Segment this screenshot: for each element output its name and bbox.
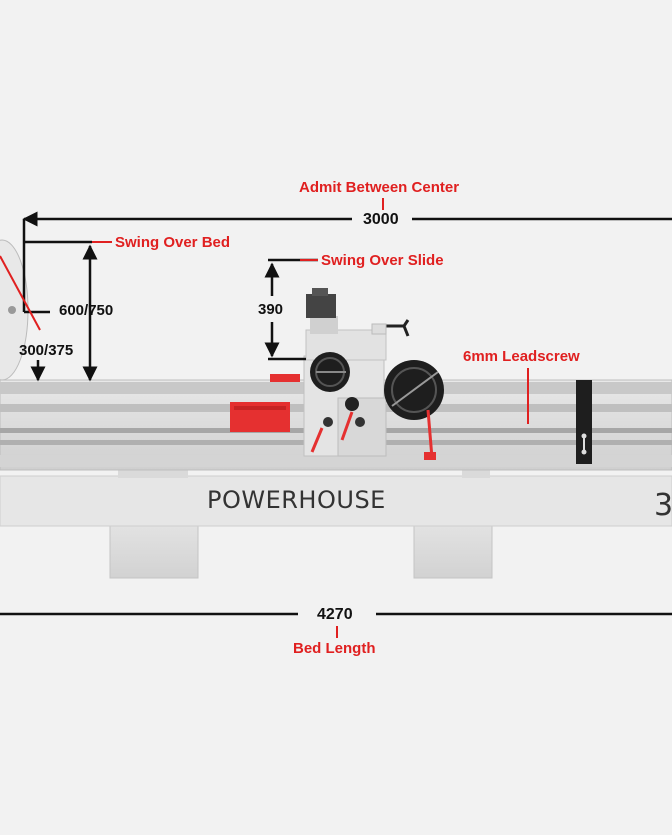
bed-cabinet (0, 475, 672, 527)
knob-3 (355, 417, 365, 427)
swing-over-bed-label: Swing Over Bed (115, 234, 231, 251)
bed-length-label: Bed Length (293, 640, 376, 657)
lathe-machine (0, 239, 672, 579)
bed-length-value: 4270 (317, 606, 353, 623)
leadscrew-label: 6mm Leadscrew (463, 348, 580, 365)
knob-2 (323, 417, 333, 427)
stop-bracket (576, 380, 592, 464)
swing-over-slide-value: 390 (258, 301, 284, 318)
swing-over-bed-value: 600/750 (59, 302, 114, 319)
chuck-hole (8, 306, 16, 314)
brand-logo-text: POWERHOUSE (207, 486, 386, 514)
center-height-value: 300/375 (19, 342, 74, 359)
lever-3 (426, 409, 434, 459)
bed-foot-right (413, 519, 493, 579)
bed-shadow (0, 455, 672, 467)
lever-1 (310, 427, 324, 453)
steady-rest-top (270, 374, 300, 382)
annotation-leaders (0, 198, 529, 638)
compound-slide (310, 316, 338, 334)
swing-over-slide-label: Swing Over Slide (321, 252, 444, 269)
center-height-leader (0, 255, 41, 331)
lever-2 (340, 411, 354, 441)
model-number-fragment: 3 (654, 488, 672, 523)
admit-between-center-label: Admit Between Center (299, 179, 460, 196)
knob-1 (345, 397, 359, 411)
tool-post (306, 294, 336, 318)
bed-foot-left (109, 519, 199, 579)
fork-fixture (384, 319, 410, 337)
admit-between-center-value: 3000 (363, 211, 399, 228)
dimension-lines (0, 211, 672, 616)
tool-post-top (312, 288, 328, 296)
